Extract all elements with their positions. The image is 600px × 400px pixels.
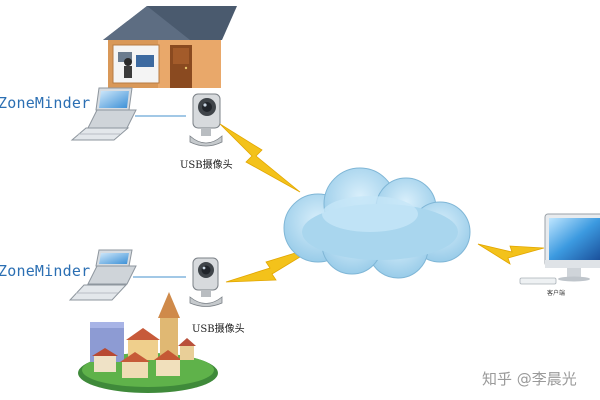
lightning-bolt (477, 243, 545, 265)
desktop-computer-icon (519, 213, 600, 285)
lightning-bolt (219, 123, 301, 193)
webcam-icon (189, 93, 223, 147)
camera-label: USB摄像头 (180, 160, 233, 171)
webcam-icon (189, 257, 223, 307)
town-icon (78, 292, 218, 393)
watermark: 知乎 @李晨光 (482, 370, 577, 388)
zoneminder-label: ZoneMinder (0, 94, 91, 112)
laptop-icon (70, 87, 137, 141)
house-icon (103, 6, 237, 88)
client-label: 客户端 (547, 290, 566, 297)
camera-label: USB摄像头 (192, 324, 245, 335)
zoneminder-label: ZoneMinder (0, 262, 91, 280)
cloud-icon (283, 167, 471, 279)
laptop-icon (68, 249, 137, 301)
